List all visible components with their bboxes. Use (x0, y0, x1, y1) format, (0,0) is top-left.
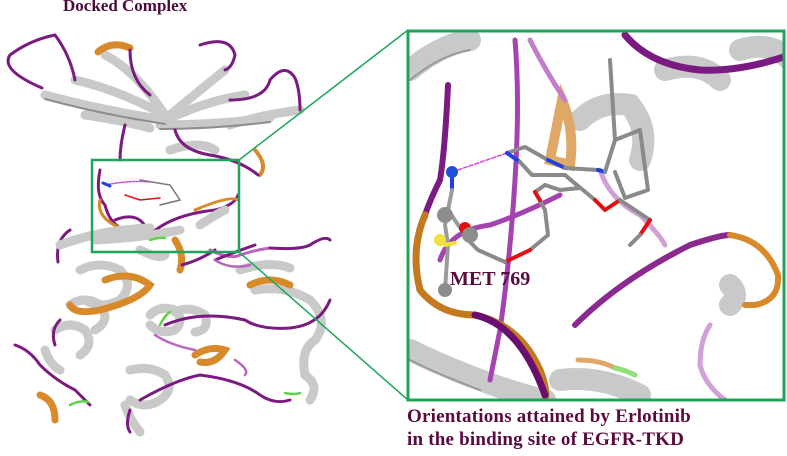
zoom-region-box (90, 158, 241, 254)
inset-frame (406, 29, 786, 402)
residue-label-met769: MET 769 (450, 268, 531, 290)
caption-line-2: in the binding site of EGFR-TKD (407, 429, 684, 450)
inset-panel (406, 29, 786, 402)
caption-line-1: Orientations attained by Erlotinib (407, 406, 691, 427)
overview-protein (6, 33, 332, 437)
figure-title: Docked Complex (63, 0, 188, 15)
